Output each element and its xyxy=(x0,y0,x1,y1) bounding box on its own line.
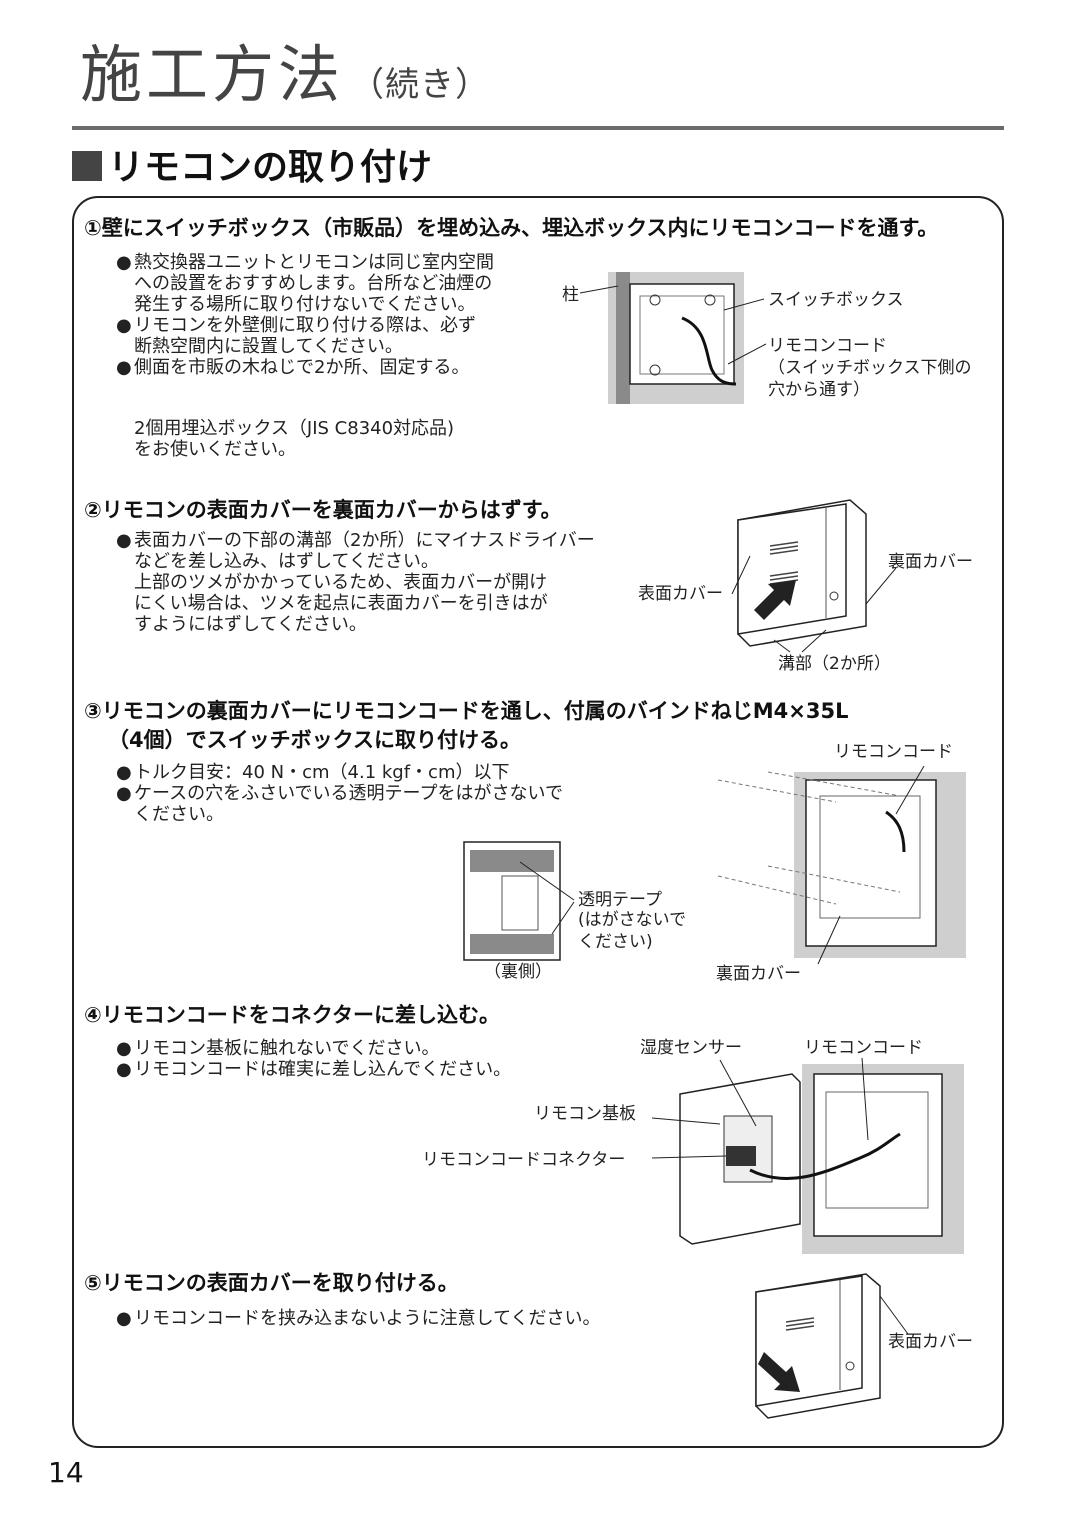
step-4-title: ④リモコンコードをコネクターに差し込む。 xyxy=(84,1003,500,1027)
label-switch-box: スイッチボックス xyxy=(768,290,904,310)
bullet-item: 熱交換器ユニットとリモコンは同じ室内空間 xyxy=(134,252,494,273)
label-tape-2: (はがさないで xyxy=(578,910,687,930)
label-front-cover: 表面カバー xyxy=(888,1332,973,1352)
body-line: などを差し込み、はずしてください。 xyxy=(134,551,439,572)
note-line: 2個用埋込ボックス（JIS C8340対応品) xyxy=(134,418,455,439)
bullet-item: リモコンコードは確実に差し込んでください。 xyxy=(134,1059,511,1080)
back-cover-mounted-shape xyxy=(805,779,937,947)
cord-shape xyxy=(681,316,737,386)
note-line: をお使いください。 xyxy=(134,439,296,460)
title-rule xyxy=(72,126,1004,130)
label-tape-3: ください) xyxy=(578,932,653,952)
page-title: 施工方法（続き） xyxy=(80,38,491,111)
step-1-note: 2個用埋込ボックス（JIS C8340対応品) をお使いください。 xyxy=(134,418,454,460)
label-front-cover: 表面カバー xyxy=(638,584,723,604)
body-line: にくい場合は、ツメを起点に表面カバーを引きはが xyxy=(134,593,548,614)
bullet-item: リモコンコードを挟み込まないように注意してください。 xyxy=(134,1308,601,1329)
label-cord-note-1: （スイッチボックス下側の xyxy=(768,358,972,378)
label-cord-note-2: 穴から通す） xyxy=(768,380,870,400)
arrow-up-icon xyxy=(754,580,796,620)
body-line: すようにはずしてください。 xyxy=(134,614,367,635)
bullet-item: リモコンを外壁側に取り付ける際は、必ず xyxy=(134,315,494,336)
bullet-cont: ください。 xyxy=(134,804,224,825)
bullet-cont: 断熱空間内に設置してください。 xyxy=(134,336,403,357)
switch-box-shape xyxy=(629,283,735,385)
label-back-cover: 裏面カバー xyxy=(888,552,973,572)
step-3-title-line-1: ③リモコンの裏面カバーにリモコンコードを通し、付属のバインドねじM4×35L xyxy=(84,699,849,723)
step-5-bullets: リモコンコードを挟み込まないように注意してください。 xyxy=(134,1308,601,1329)
cover-attach-figure xyxy=(755,1273,909,1419)
cord-shape xyxy=(749,1132,901,1180)
bullet-cont: 発生する場所に取り付けないでください。 xyxy=(134,294,476,315)
label-back-cover: 裏面カバー xyxy=(716,964,801,984)
cover-removal-figure xyxy=(731,499,897,653)
screw-lines xyxy=(717,771,901,905)
tape-bottom-shape xyxy=(470,934,554,954)
step-1-bullets: 熱交換器ユニットとリモコンは同じ室内空間 への設置をおすすめします。台所など油煙… xyxy=(134,252,494,378)
step-2-body: 表面カバーの下部の溝部（2か所）にマイナスドライバー などを差し込み、はずしてく… xyxy=(134,530,595,635)
front-cover-shape xyxy=(737,503,847,635)
page-title-sub: （続き） xyxy=(350,65,491,105)
connector-figure xyxy=(651,1057,964,1254)
front-cover-shape xyxy=(755,1275,863,1407)
mounting-figure xyxy=(463,765,966,965)
label-cord: リモコンコード xyxy=(804,1038,923,1058)
step-5-title: ⑤リモコンの表面カバーを取り付ける。 xyxy=(84,1271,459,1295)
vent-slots xyxy=(785,1317,815,1331)
label-pillar: 柱 xyxy=(562,285,579,305)
step-1-title: ①壁にスイッチボックス（市販品）を埋め込み、埋込ボックス内にリモコンコードを通す… xyxy=(84,216,939,240)
tape-top-shape xyxy=(470,850,554,872)
label-reverse-side: （裏側） xyxy=(484,962,552,982)
content-frame xyxy=(72,196,1004,1448)
switch-box-figure xyxy=(579,272,767,404)
bullet-item: トルク目安：40 N・cm（4.1 kgf・cm）以下 xyxy=(134,762,563,783)
square-bullet-icon xyxy=(72,151,102,181)
label-cord: リモコンコード xyxy=(768,336,887,356)
section-heading: リモコンの取り付け xyxy=(72,150,432,186)
label-cord: リモコンコード xyxy=(834,742,953,762)
label-grooves: 溝部（2か所） xyxy=(778,654,891,674)
bullet-item: 側面を市販の木ねじで2か所、固定する。 xyxy=(134,357,494,378)
bullet-item: 表面カバーの下部の溝部（2か所）にマイナスドライバー xyxy=(134,530,595,551)
bullet-cont: への設置をおすすめします。台所など油煙の xyxy=(134,273,493,294)
bullet-item: ケースの穴をふさいでいる透明テープをはがさないで xyxy=(134,783,563,804)
label-connector: リモコンコードコネクター xyxy=(422,1150,626,1170)
bullet-item: リモコン基板に触れないでください。 xyxy=(134,1038,511,1059)
step-2-title: ②リモコンの表面カバーを裏面カバーからはずす。 xyxy=(84,498,562,522)
arrow-down-icon xyxy=(758,1352,800,1392)
step-3-bullets: トルク目安：40 N・cm（4.1 kgf・cm）以下 ケースの穴をふさいでいる… xyxy=(134,762,563,825)
label-board: リモコン基板 xyxy=(534,1104,636,1124)
body-line: 上部のツメがかかっているため、表面カバーが開け xyxy=(134,572,548,593)
connector-shape xyxy=(726,1146,756,1166)
step-3-title-line-2: （4個）でスイッチボックスに取り付ける。 xyxy=(108,728,521,752)
page-number: 14 xyxy=(48,1456,84,1489)
label-tape-1: 透明テープ xyxy=(578,890,662,910)
cord-shape xyxy=(885,810,906,853)
step-4-bullets: リモコン基板に触れないでください。 リモコンコードは確実に差し込んでください。 xyxy=(134,1038,511,1080)
label-humidity-sensor: 湿度センサー xyxy=(640,1038,742,1058)
pillar-shape xyxy=(616,272,630,404)
back-cover-mounted-shape xyxy=(813,1073,943,1237)
